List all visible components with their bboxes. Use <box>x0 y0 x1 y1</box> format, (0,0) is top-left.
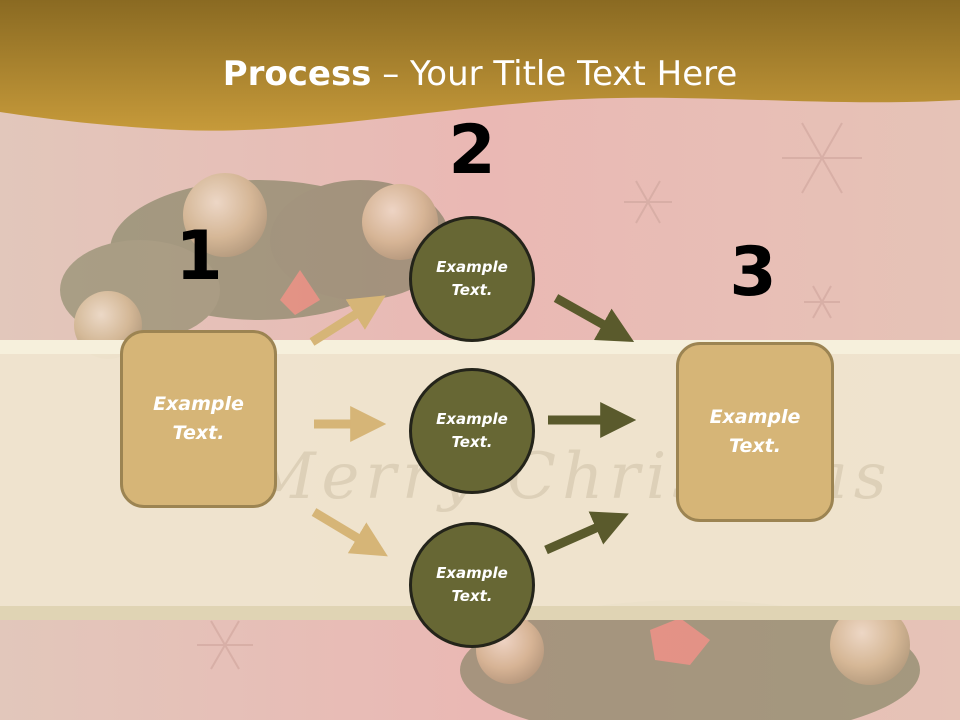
arrow-1-to-2a <box>309 295 386 346</box>
circle-middle-text-line2: Text. <box>451 433 493 451</box>
circle-middle-text-line1: Example <box>436 410 508 428</box>
step-2-circle-bottom: Example Text. <box>409 522 535 648</box>
step-3-box: Example Text. <box>676 342 834 522</box>
step-2-circle-middle: Example Text. <box>409 368 535 494</box>
circle-top-text-line2: Text. <box>451 281 493 299</box>
title-bold: Process <box>222 54 372 94</box>
step-2-circle-top: Example Text. <box>409 216 535 342</box>
step-number-1: 1 <box>175 217 223 296</box>
slide-title: Process – Your Title Text Here <box>0 52 960 96</box>
title-rest: – Your Title Text Here <box>371 54 738 94</box>
step-1-box: Example Text. <box>120 330 277 508</box>
circle-bottom-text-line1: Example <box>436 564 508 582</box>
circle-bottom-text-line2: Text. <box>451 587 493 605</box>
step-3-text-line1: Example <box>709 406 801 428</box>
step-1-text-line2: Text. <box>172 422 225 444</box>
wreath-bottom-decoration <box>460 600 920 720</box>
snowflake-icons <box>197 122 862 670</box>
step-3-text-line2: Text. <box>729 435 781 457</box>
title-band <box>0 0 960 131</box>
step-1-text-line1: Example <box>153 393 244 415</box>
arrow-2a-to-3 <box>553 294 635 342</box>
step-number-2: 2 <box>448 111 496 190</box>
circle-top-text-line1: Example <box>436 258 508 276</box>
arrow-2c-to-3 <box>544 511 629 555</box>
arrow-1-to-2c <box>311 508 388 557</box>
step-number-3: 3 <box>729 233 777 312</box>
